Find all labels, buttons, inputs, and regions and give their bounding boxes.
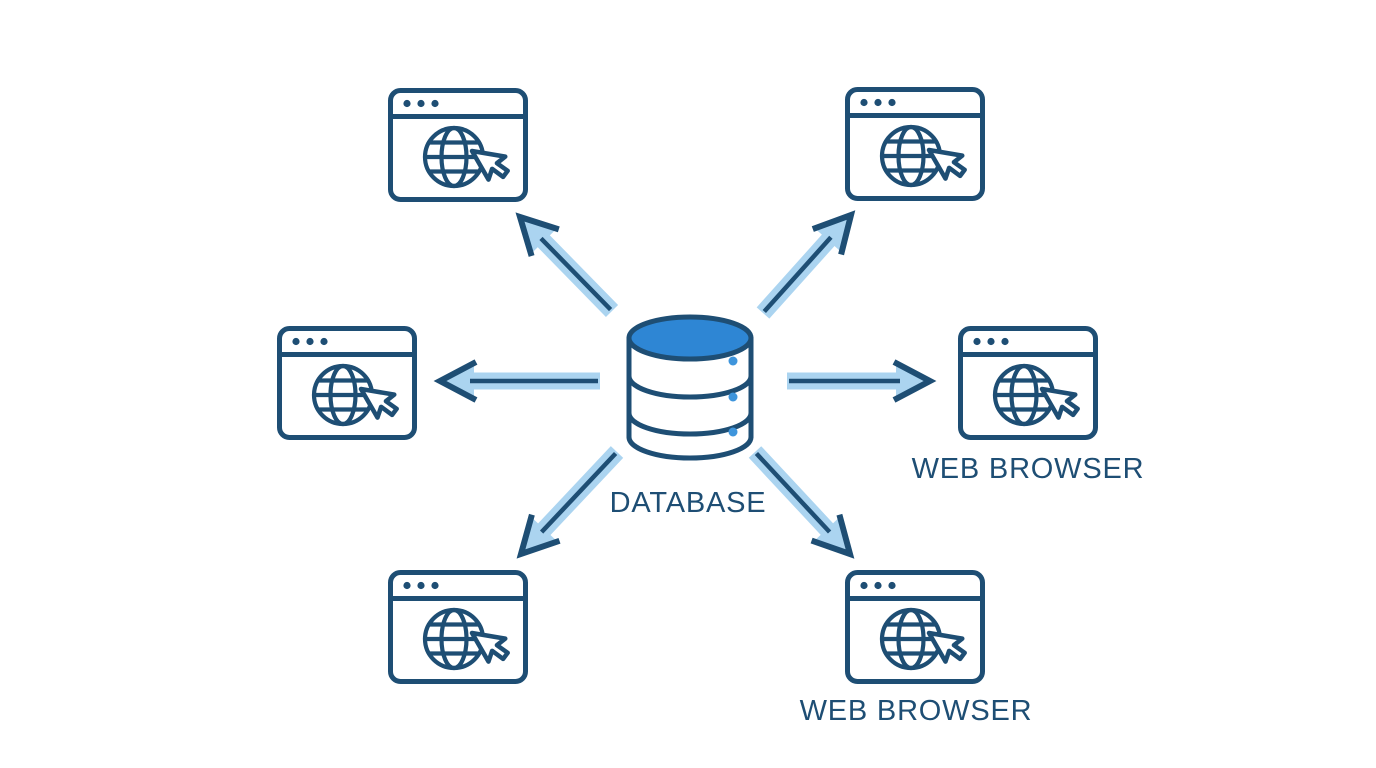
arrow-database-to-top-right bbox=[756, 210, 856, 319]
web-browser-icon-top-left bbox=[391, 91, 526, 200]
arrow-database-to-top-left bbox=[515, 212, 619, 317]
web-browser-icon-top-right bbox=[848, 90, 983, 199]
arrow-database-to-left bbox=[433, 359, 600, 403]
web-browser-icon-left bbox=[280, 329, 415, 438]
database-icon bbox=[626, 314, 754, 461]
web-browser-label-bottom-right: WEB BROWSER bbox=[800, 695, 1033, 727]
arrow-database-to-bottom-left bbox=[516, 446, 624, 559]
web-browser-label-right: WEB BROWSER bbox=[912, 453, 1145, 485]
arrow-database-to-right bbox=[787, 359, 937, 403]
database-label: DATABASE bbox=[610, 487, 767, 519]
web-browser-icon-bottom-right bbox=[848, 573, 983, 682]
arrow-database-to-bottom-right bbox=[748, 446, 855, 559]
web-browser-icon-right bbox=[961, 329, 1096, 438]
web-browser-icon-bottom-left bbox=[391, 573, 526, 682]
